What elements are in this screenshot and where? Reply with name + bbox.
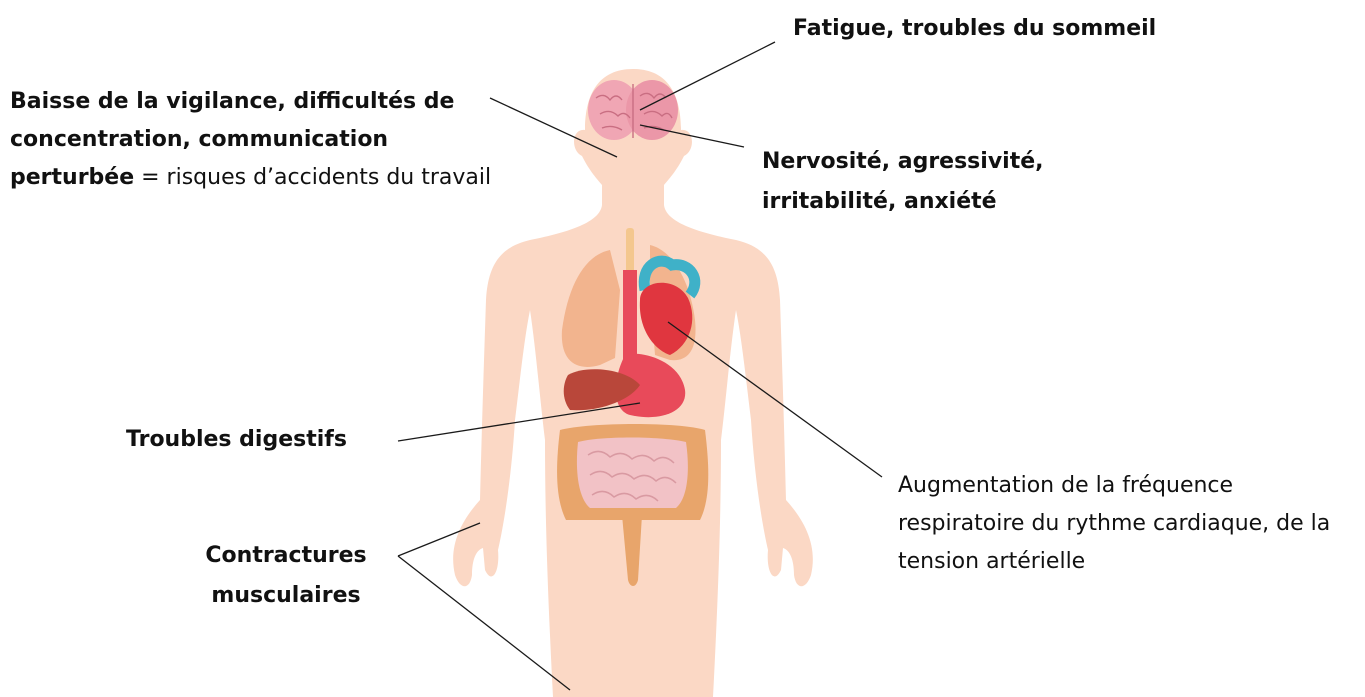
annotation-fatigue-text: Fatigue, troubles du sommeil	[793, 16, 1156, 41]
annotation-augmentation-text: Augmentation de la fréquence respiratoir…	[898, 473, 1330, 574]
annotation-nervosite: Nervosité, agressivité, irritabilité, an…	[762, 142, 1142, 222]
annotation-augmentation: Augmentation de la fréquence respiratoir…	[898, 467, 1348, 581]
annotation-contractures-text: Contractures musculaires	[205, 543, 366, 608]
annotation-digestifs: Troubles digestifs	[126, 422, 396, 458]
annotation-nervosite-text: Nervosité, agressivité, irritabilité, an…	[762, 149, 1044, 214]
leader-line-fatigue	[640, 42, 775, 110]
annotation-vigilance-regular: = risques d’accidents du travail	[134, 165, 491, 190]
leader-line-contractures-leg	[398, 556, 570, 690]
brain	[588, 80, 678, 140]
annotation-vigilance: Baisse de la vigilance, difficultés de c…	[10, 83, 510, 197]
annotation-digestifs-text: Troubles digestifs	[126, 427, 347, 452]
annotation-contractures: Contractures musculaires	[186, 536, 386, 616]
annotation-fatigue: Fatigue, troubles du sommeil	[793, 11, 1233, 47]
